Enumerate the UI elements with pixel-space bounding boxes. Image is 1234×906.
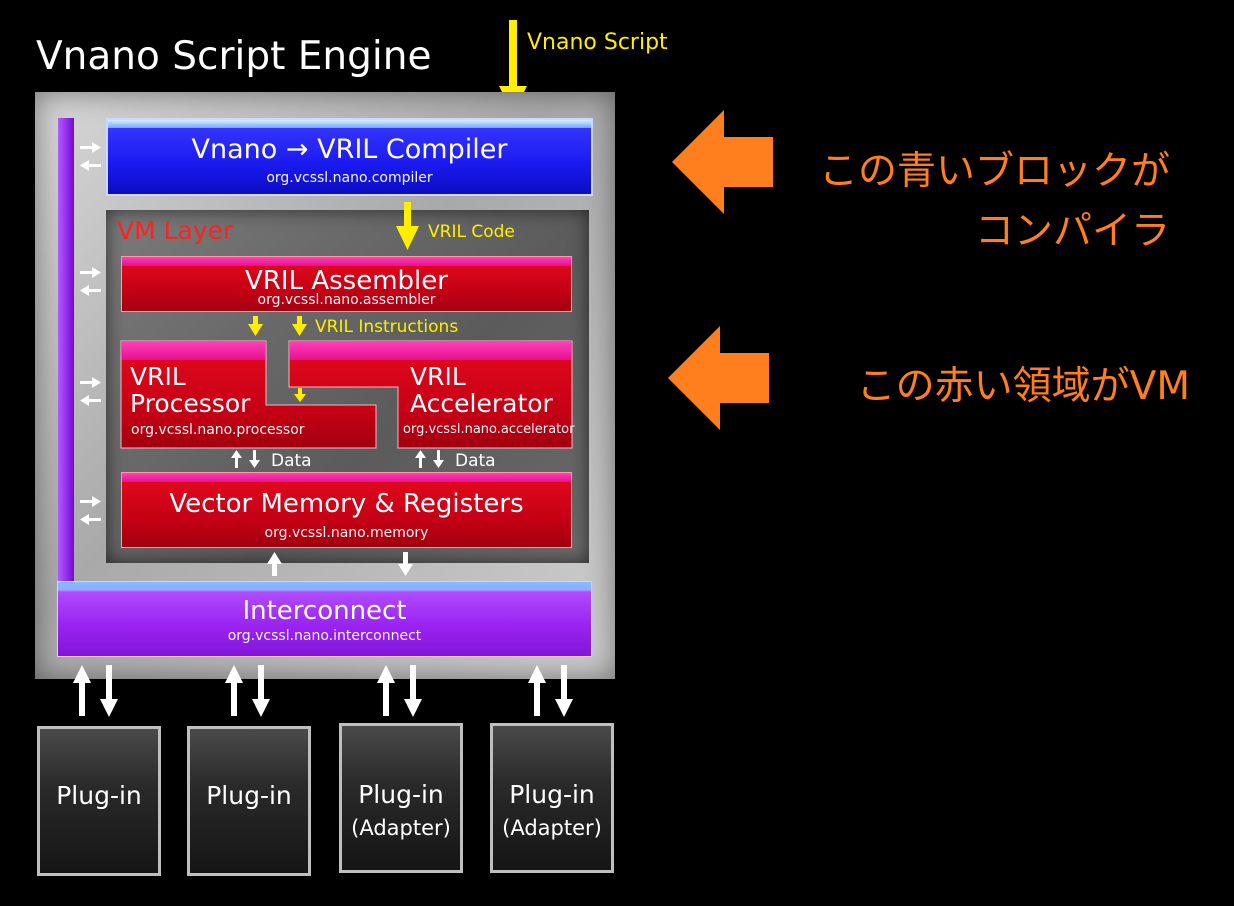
plugin-box-1: Plug-in [37, 726, 161, 876]
assembler-block: VRIL Assembler org.vcssl.nano.assembler [121, 256, 572, 312]
accelerator-package: org.vcssl.nano.accelerator [403, 422, 575, 437]
plugin-label-3: Plug-in [358, 780, 444, 809]
compiler-note-line2: コンパイラ [974, 209, 1170, 254]
compiler-block: Vnano → VRIL Compiler org.vcssl.nano.com… [106, 118, 593, 196]
assembler-package: org.vcssl.nano.assembler [257, 292, 436, 308]
compiler-stripe [108, 120, 591, 128]
bus-arrows-processor [80, 377, 101, 406]
vm-layer-title: VM Layer [117, 216, 234, 245]
accelerator-stripe [290, 342, 571, 360]
script-input-label: Vnano Script [527, 30, 668, 55]
plugin-box-4: Plug-in (Adapter) [490, 723, 614, 873]
vm-note: この赤い領域がVM [856, 364, 1190, 409]
processor-inner-arrow [294, 388, 306, 402]
processor-title-line2: Processor [130, 389, 251, 418]
memory-package: org.vcssl.nano.memory [264, 525, 429, 541]
data-arrows-processor [231, 450, 260, 468]
interconnect-bus [58, 118, 74, 598]
instructions-arrow-processor [248, 316, 263, 336]
plugin-arrows-3 [377, 665, 422, 717]
plugin-arrows-4 [528, 665, 573, 717]
instructions-arrow-accelerator [292, 316, 307, 336]
data-label-right: Data [455, 451, 496, 471]
memory-title: Vector Memory & Registers [169, 489, 524, 519]
vm-callout-arrow [668, 326, 769, 430]
plugin-label-2: Plug-in [206, 781, 292, 810]
engine-title: Vnano Script Engine [36, 34, 432, 79]
plugin-arrows-1 [73, 665, 118, 717]
compiler-package: org.vcssl.nano.compiler [266, 170, 433, 186]
processor-title-line1: VRIL [130, 362, 186, 391]
bus-arrows-memory [80, 496, 101, 525]
plugin-label-4: Plug-in [509, 780, 595, 809]
plugin-box-3: Plug-in (Adapter) [339, 723, 463, 873]
compiler-note-line1: この青いブロックが [818, 149, 1170, 194]
accelerator-title-line1: VRIL [410, 362, 466, 391]
assembler-stripe [122, 257, 571, 266]
plugin-arrows-2 [225, 665, 270, 717]
bus-arrows-assembler [80, 267, 101, 296]
memory-interconnect-arrows [267, 552, 413, 576]
plugin-label-1: Plug-in [56, 781, 142, 810]
processor-title: VRIL Processor [130, 363, 250, 417]
processor-package: org.vcssl.nano.processor [131, 422, 305, 438]
memory-stripe [122, 473, 571, 482]
vril-instructions-label: VRIL Instructions [315, 317, 459, 337]
compiler-callout-arrow [672, 110, 773, 214]
bus-arrows-compiler [80, 142, 101, 171]
accelerator-shape [288, 340, 573, 449]
vril-code-arrow [396, 202, 419, 250]
accelerator-title: VRIL Accelerator [410, 363, 553, 417]
processor-stripe [122, 342, 265, 360]
plugin-box-2: Plug-in [187, 726, 311, 876]
interconnect-title: Interconnect [242, 596, 407, 626]
plugin-sublabel-4: (Adapter) [502, 816, 602, 840]
data-label-left: Data [271, 451, 312, 471]
interconnect-block: Interconnect org.vcssl.nano.interconnect [57, 581, 592, 657]
compiler-title: Vnano → VRIL Compiler [191, 134, 508, 165]
accelerator-title-line2: Accelerator [410, 389, 553, 418]
data-arrows-accelerator [415, 450, 444, 468]
interconnect-package: org.vcssl.nano.interconnect [227, 628, 422, 644]
vril-code-label: VRIL Code [428, 222, 515, 242]
assembler-title: VRIL Assembler [245, 266, 448, 296]
plugin-sublabel-3: (Adapter) [351, 816, 451, 840]
memory-block: Vector Memory & Registers org.vcssl.nano… [121, 472, 572, 548]
processor-shape [120, 340, 377, 449]
